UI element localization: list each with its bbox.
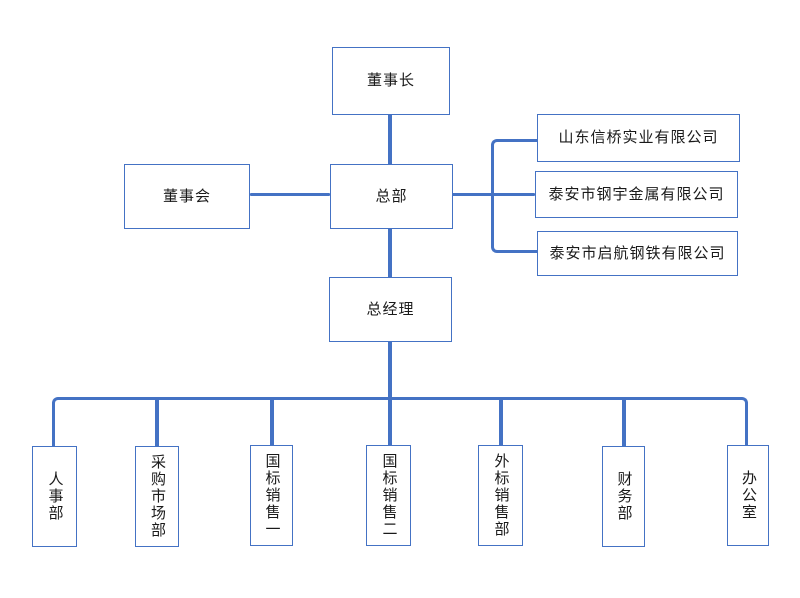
drop-dept-2	[155, 398, 159, 447]
node-subsidiary-shandong-xinqiao: 山东信桥实业有限公司	[537, 114, 740, 162]
node-dept-office: 办公室	[727, 445, 769, 546]
node-board: 董事会	[124, 164, 250, 229]
node-dept-external-sales: 外标销售部	[478, 445, 523, 546]
drop-dept-4	[388, 398, 392, 446]
node-headquarters: 总部	[330, 164, 453, 229]
node-dept-national-sales-1: 国标销售一	[250, 445, 293, 546]
node-dept-hr: 人事部	[32, 446, 77, 547]
node-dept-national-sales-2: 国标销售二	[366, 445, 411, 546]
node-chairman: 董事长	[332, 47, 450, 115]
subsidiaries-bracket	[490, 138, 538, 253]
node-dept-finance: 财务部	[602, 446, 645, 547]
node-subsidiary-taian-gangyu: 泰安市钢宇金属有限公司	[535, 171, 738, 218]
connector-gm-bus	[388, 341, 392, 398]
node-dept-purchasing-market: 采购市场部	[135, 446, 179, 547]
connector-chairman-hq	[388, 114, 392, 165]
node-general-manager: 总经理	[329, 277, 452, 342]
connector-hq-gm	[388, 228, 392, 278]
connector-hq-subsidiaries	[452, 192, 535, 196]
drop-dept-6	[622, 398, 626, 447]
departments-bus	[52, 396, 748, 447]
drop-dept-5	[499, 398, 503, 446]
connector-board-hq	[250, 192, 330, 196]
node-subsidiary-taian-qihang: 泰安市启航钢铁有限公司	[537, 231, 738, 276]
drop-dept-3	[270, 398, 274, 446]
